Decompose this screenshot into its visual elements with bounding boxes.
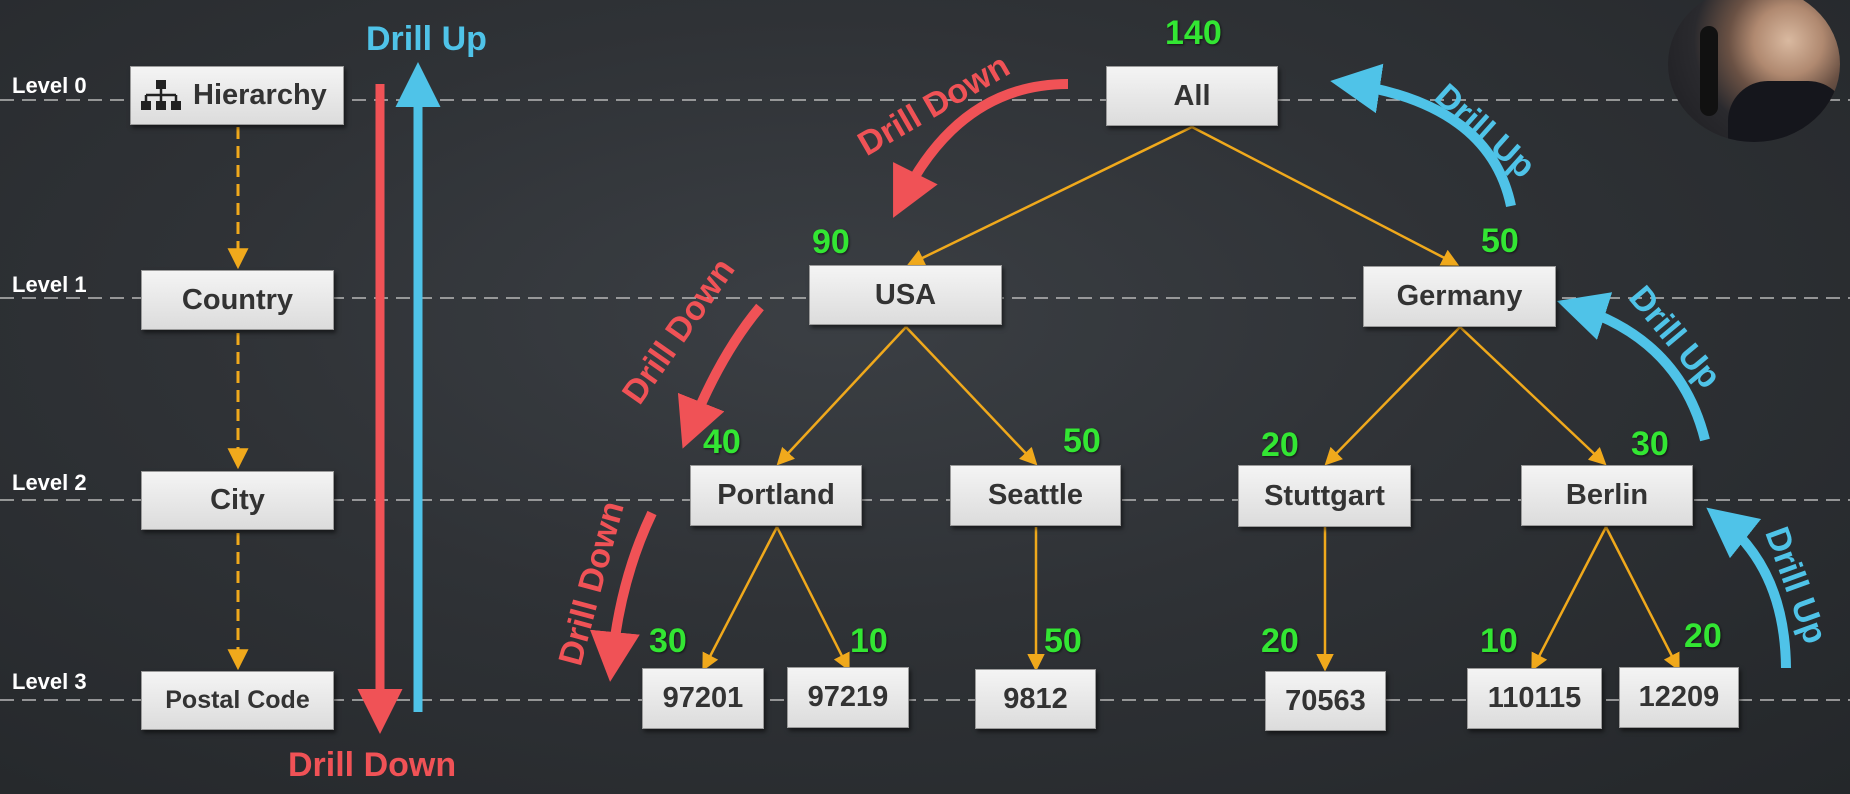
count-usa: 90 [812,223,850,261]
edge-usa-seattle [905,326,1038,466]
node-12209: 12209 [1619,667,1739,728]
count-portland: 40 [703,423,741,461]
edge-all-usa [906,125,1193,266]
count-berlin: 30 [1631,425,1669,463]
edge-germany-stuttgart [1324,326,1461,466]
count-110115: 10 [1480,622,1518,660]
node-9812: 9812 [975,669,1096,729]
count-12209: 20 [1684,617,1722,655]
edge-germany-berlin [1459,326,1607,466]
edge-portland-97201 [702,526,779,672]
node-stuttgart: Stuttgart [1238,465,1411,527]
node-portland: Portland [690,465,862,526]
count-seattle: 50 [1063,422,1101,460]
count-9812: 50 [1044,622,1082,660]
level-label-2: Level 2 [12,470,87,495]
count-germany: 50 [1481,222,1519,260]
curve-drill-up-3 [1706,507,1791,669]
presenter-webcam-avatar [1668,0,1840,142]
edge-berlin-12209 [1604,526,1680,672]
node-97201: 97201 [642,668,764,729]
edge-portland-97219 [775,526,850,672]
hierarchy-item-country: Country [141,270,334,330]
node-usa: USA [809,265,1002,325]
count-70563: 20 [1261,622,1299,660]
drill-down-legend-label: Drill Down [288,746,457,784]
hierarchy-item-city: City [141,471,334,530]
curve-drill-up-1 [1330,63,1516,208]
node-seattle: Seattle [950,465,1121,526]
count-97219: 10 [850,622,888,660]
level-label-0: Level 0 [12,73,87,98]
node-germany: Germany [1363,266,1556,327]
level-label-1: Level 1 [12,272,87,297]
drill-up-legend-label: Drill Up [366,20,487,58]
level-label-3: Level 3 [12,669,87,694]
node-97219: 97219 [787,667,909,728]
count-all: 140 [1165,14,1222,52]
curve-drill-down-1 [893,79,1069,218]
curve-drill-down-3 [590,510,657,682]
node-110115: 110115 [1467,668,1602,729]
edge-berlin-110115 [1531,526,1608,672]
hierarchy-title: Hierarchy [193,79,327,111]
hierarchy-icon [141,79,181,110]
edge-all-germany [1191,125,1460,266]
count-stuttgart: 20 [1261,426,1299,464]
node-70563: 70563 [1265,671,1386,731]
hierarchy-box: Hierarchy [130,66,344,125]
node-all: All [1106,66,1278,126]
node-berlin: Berlin [1521,465,1693,526]
edge-usa-portland [776,326,907,466]
hierarchy-item-postal-code: Postal Code [141,671,334,730]
count-97201: 30 [649,622,687,660]
curve-drill-up-2 [1556,292,1710,442]
curve-drill-down-2 [677,303,764,449]
